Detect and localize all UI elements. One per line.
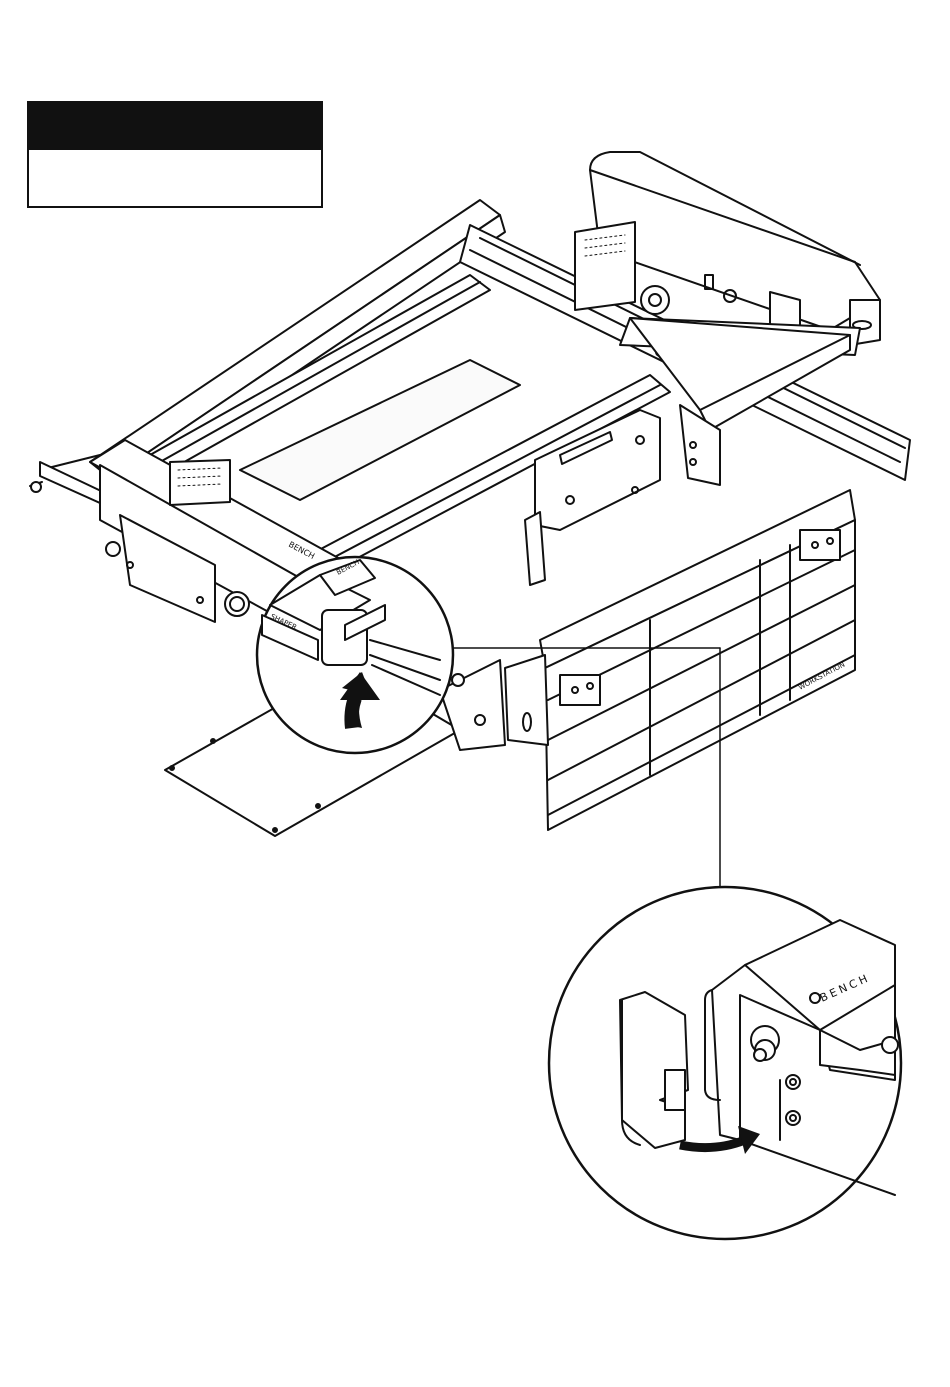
zoom-circle-small: SHAPER BENCH	[257, 557, 453, 753]
detail-circle-large: BENCH	[549, 887, 901, 1239]
workstation-cabinet: WORKSTATION	[505, 490, 855, 830]
